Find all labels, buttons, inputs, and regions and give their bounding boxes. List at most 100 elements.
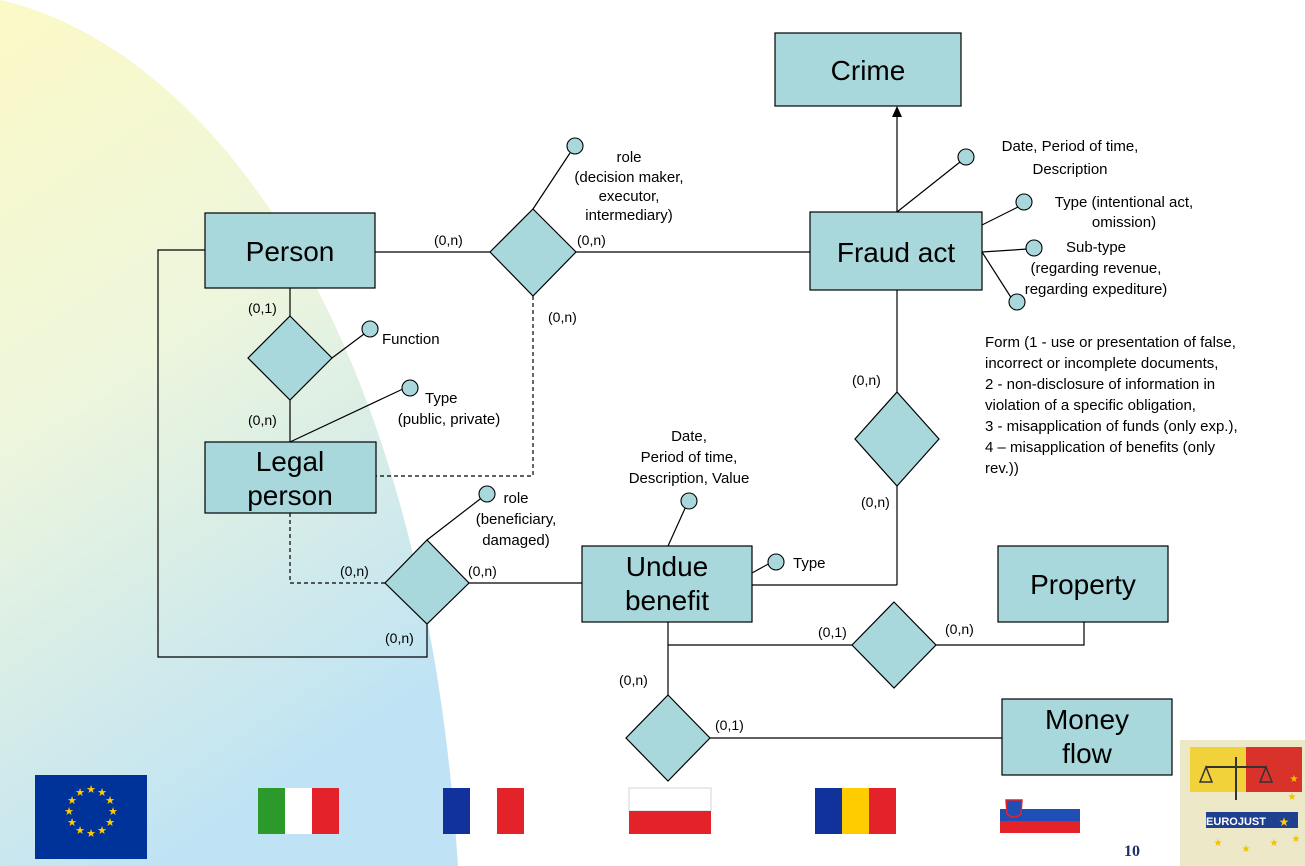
- svg-text:violation of a specific obliga: violation of a specific obligation,: [985, 397, 1196, 414]
- card-rel1-legal: (0,n): [548, 309, 577, 325]
- svg-text:★: ★: [86, 783, 96, 796]
- entity-legal-person[interactable]: Legal person: [204, 441, 377, 514]
- card-legal-function: (0,n): [248, 412, 277, 428]
- entity-money-flow[interactable]: Money flow: [1001, 698, 1173, 776]
- card-person-rel1: (0,n): [434, 232, 463, 248]
- svg-text:★: ★: [75, 786, 85, 799]
- svg-text:★: ★: [75, 824, 85, 837]
- relationship-benefit-property[interactable]: [851, 601, 937, 689]
- attribute-function-circle[interactable]: [361, 320, 379, 338]
- svg-text:role: role: [503, 490, 528, 507]
- relationship-person-benefit[interactable]: [384, 539, 470, 625]
- entity-crime-label: Crime: [831, 55, 906, 86]
- page-number: 10: [1124, 843, 1140, 860]
- attribute-fraud-form-circle[interactable]: [1008, 293, 1026, 311]
- relationship-benefit-money[interactable]: [625, 694, 711, 782]
- svg-text:(beneficiary,: (beneficiary,: [476, 511, 557, 528]
- entity-fraud-act[interactable]: Fraud act: [809, 211, 983, 291]
- svg-text:3 - misapplication of funds (o: 3 - misapplication of funds (only exp.),: [985, 418, 1238, 435]
- attribute-fraud-type: Type (intentional act, omission): [1055, 194, 1193, 231]
- attribute-benefit-info: Date, Period of time, Description, Value: [629, 428, 750, 487]
- card-person-rel2: (0,n): [385, 630, 414, 646]
- svg-text:executor,: executor,: [599, 188, 660, 205]
- entity-legal-person-label-2: person: [247, 480, 333, 511]
- card-rel1-fraud: (0,n): [577, 232, 606, 248]
- card-benefit-rel4: (0,1): [818, 624, 847, 640]
- attribute-legal-type-circle[interactable]: [401, 379, 419, 397]
- entity-money-flow-label-2: flow: [1062, 738, 1113, 769]
- connector-lines: [157, 106, 1085, 739]
- card-rel4-property: (0,n): [945, 621, 974, 637]
- attribute-role-circle[interactable]: [566, 137, 584, 155]
- card-benefit-rel3: (0,n): [861, 494, 890, 510]
- entity-undue-benefit-label-1: Undue: [626, 551, 709, 582]
- svg-text:Sub-type: Sub-type: [1066, 239, 1126, 256]
- card-benefit-rel5: (0,n): [619, 672, 648, 688]
- entity-crime[interactable]: Crime: [774, 32, 962, 107]
- svg-text:★: ★: [97, 824, 107, 837]
- svg-text:incorrect or incomplete docume: incorrect or incomplete documents,: [985, 355, 1218, 372]
- attribute-fraud-subtype: Sub-type (regarding revenue, regarding e…: [1025, 239, 1168, 298]
- entity-money-flow-label-1: Money: [1045, 704, 1129, 735]
- flag-slovenia: [1000, 797, 1080, 833]
- attribute-benefit-type: Type: [793, 555, 826, 572]
- svg-text:4 – misapplication of benefits: 4 – misapplication of benefits (only: [985, 439, 1216, 456]
- svg-text:★: ★: [1242, 844, 1251, 855]
- svg-text:Date, Period of time,: Date, Period of time,: [1002, 138, 1139, 155]
- entity-person-label: Person: [246, 236, 335, 267]
- svg-text:Type (intentional act,: Type (intentional act,: [1055, 194, 1193, 211]
- attribute-benefit-info-circle[interactable]: [680, 492, 698, 510]
- svg-text:Period of time,: Period of time,: [641, 449, 738, 466]
- svg-text:(decision maker,: (decision maker,: [574, 169, 683, 186]
- svg-text:★: ★: [105, 794, 115, 807]
- entity-person[interactable]: Person: [204, 212, 376, 289]
- attribute-fraud-form: Form (1 - use or presentation of false, …: [985, 334, 1238, 477]
- entity-property[interactable]: Property: [997, 545, 1169, 623]
- flag-italy: [258, 788, 339, 834]
- svg-text:Date,: Date,: [671, 428, 707, 445]
- entity-fraud-act-label: Fraud act: [837, 237, 955, 268]
- relationship-fraud-benefit[interactable]: [854, 391, 940, 487]
- svg-text:★: ★: [105, 816, 115, 829]
- attribute-fraud-type-circle[interactable]: [1015, 193, 1033, 211]
- relationship-person-legal[interactable]: [247, 315, 333, 401]
- attribute-function: Function: [382, 331, 440, 348]
- svg-text:2 - non-disclosure of informat: 2 - non-disclosure of information in: [985, 376, 1215, 393]
- flag-poland: [628, 787, 712, 834]
- svg-text:(regarding revenue,: (regarding revenue,: [1031, 260, 1162, 277]
- svg-text:omission): omission): [1092, 214, 1156, 231]
- svg-text:★: ★: [1292, 834, 1301, 845]
- svg-text:Form (1 - use or presentation: Form (1 - use or presentation of false,: [985, 334, 1236, 351]
- svg-text:role: role: [616, 149, 641, 166]
- svg-text:Type: Type: [425, 390, 458, 407]
- attribute-fraud-date-circle[interactable]: [957, 148, 975, 166]
- svg-text:★: ★: [1290, 774, 1299, 785]
- attribute-fraud-subtype-circle[interactable]: [1025, 239, 1043, 257]
- eurojust-logo-text: EUROJUST: [1206, 816, 1266, 828]
- card-fraud-rel3: (0,n): [852, 372, 881, 388]
- svg-text:★: ★: [67, 794, 77, 807]
- svg-text:★: ★: [108, 805, 118, 818]
- entity-undue-benefit[interactable]: Undue benefit: [581, 545, 753, 623]
- attribute-role-benefit: role (beneficiary, damaged): [476, 490, 557, 549]
- attribute-role-person-fraud: role (decision maker, executor, intermed…: [574, 149, 683, 224]
- attribute-fraud-date: Date, Period of time, Description: [1002, 138, 1139, 178]
- eurojust-logo: EUROJUST ★ ★ ★ ★ ★ ★ ★: [1180, 740, 1305, 866]
- svg-text:damaged): damaged): [482, 532, 550, 549]
- svg-text:★: ★: [67, 816, 77, 829]
- attribute-role-benefit-circle[interactable]: [478, 485, 496, 503]
- flag-france: [443, 788, 524, 834]
- svg-text:Description: Description: [1032, 161, 1107, 178]
- attribute-legal-type: Type (public, private): [398, 390, 501, 428]
- attribute-benefit-type-circle[interactable]: [767, 553, 785, 571]
- svg-text:★: ★: [1270, 838, 1279, 849]
- svg-text:★: ★: [86, 827, 96, 840]
- card-rel2-benefit: (0,n): [468, 563, 497, 579]
- relationship-person-fraud[interactable]: [489, 208, 577, 297]
- svg-text:★: ★: [1279, 815, 1290, 829]
- svg-text:★: ★: [97, 786, 107, 799]
- svg-text:Description, Value: Description, Value: [629, 470, 750, 487]
- entity-property-label: Property: [1030, 569, 1136, 600]
- svg-text:★: ★: [64, 805, 74, 818]
